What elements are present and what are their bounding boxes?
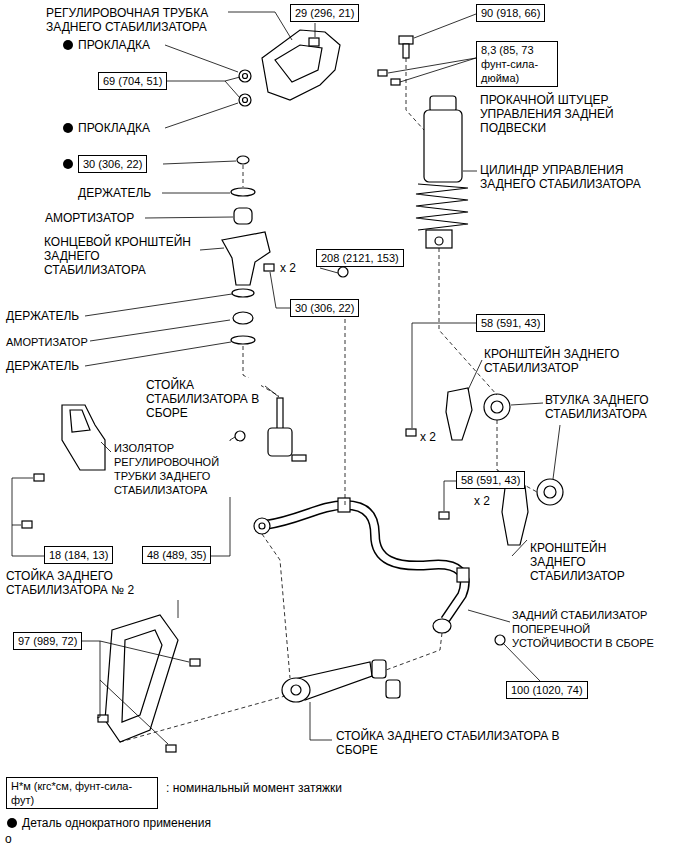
torque-value: Н*м (кгс*см, фунт-сила-фут) <box>11 779 153 807</box>
part-label: ЦИЛИНДР УПРАВЛЕНИЯ ЗАДНЕГО СТАБИЛИЗАТОРА <box>480 163 670 191</box>
part-label: РЕГУЛИРОВОЧНАЯ ТРУБКА ЗАДНЕГО СТАБИЛИЗАТ… <box>46 6 226 34</box>
part-label: ПРОКАЧНОЙ ШТУЦЕР УПРАВЛЕНИЯ ЗАДНЕЙ ПОДВЕ… <box>480 93 655 135</box>
torque-box: 69 (704, 51) <box>98 72 167 90</box>
torque-box: 18 (184, 13) <box>44 546 113 564</box>
part-label: КРОНШТЕЙН ЗАДНЕГО СТАБИЛИЗАТОР <box>484 347 634 375</box>
torque-value: 208 (2121, 153) <box>321 251 399 265</box>
torque-box: 48 (489, 35) <box>142 546 211 564</box>
torque-box: 100 (1020, 74) <box>506 681 588 699</box>
quantity-mark: x 2 <box>420 430 436 444</box>
part-label: СТОЙКА ЗАДНЕГО СТАБИЛИЗАТОРА № 2 <box>6 569 176 597</box>
part-label: СТОЙКА ЗАДНЕГО СТАБИЛИЗАТОРА В СБОРЕ <box>336 729 596 757</box>
torque-box: 58 (591, 43) <box>456 471 525 489</box>
torque-box: 90 (918, 66) <box>476 4 545 22</box>
torque-box: 97 (989, 72) <box>13 632 82 650</box>
part-label: КРОНШТЕЙН ЗАДНЕГО СТАБИЛИЗАТОР <box>530 541 645 583</box>
quantity-mark: x 2 <box>280 261 296 275</box>
legend-sample-box: Н*м (кгс*см, фунт-сила-фут) <box>6 777 158 809</box>
part-label: ПРОКЛАДКА <box>78 38 150 52</box>
part-label: o <box>5 832 12 846</box>
torque-value: 69 (704, 51) <box>103 74 162 88</box>
part-label: ПРОКЛАДКА <box>78 121 150 135</box>
part-label: ДЕРЖАТЕЛЬ <box>6 309 79 323</box>
torque-value: 90 (918, 66) <box>481 6 540 20</box>
torque-box: 208 (2121, 153) <box>316 249 404 267</box>
torque-value: 58 (591, 43) <box>461 473 520 487</box>
part-label: АМОРТИЗАТОР <box>45 211 134 225</box>
part-label: ИЗОЛЯТОР РЕГУЛИРОВОЧНОЙ ТРУБКИ ЗАДНЕГО С… <box>114 441 239 497</box>
torque-box: 8,3 (85, 73 фунт-сила-дюйма) <box>476 41 558 87</box>
torque-value: 30 (306, 22) <box>295 301 354 315</box>
torque-box: 30 (306, 22) <box>290 299 359 317</box>
torque-value: 30 (306, 22) <box>83 157 142 171</box>
part-label: АМОРТИЗАТОР <box>6 335 88 349</box>
torque-box: 30 (306, 22) <box>78 155 147 173</box>
torque-value: 8,3 (85, 73 фунт-сила-дюйма) <box>481 43 553 85</box>
torque-box: 58 (591, 43) <box>476 314 545 332</box>
torque-value: 48 (489, 35) <box>147 548 206 562</box>
torque-value: 29 (296, 21) <box>295 6 354 20</box>
part-label: ЗАДНИЙ СТАБИЛИЗАТОР ПОПЕРЕЧНОЙ УСТОЙЧИВО… <box>512 608 677 650</box>
part-label: СТОЙКА СТАБИЛИЗАТОРА В СБОРЕ <box>146 378 261 420</box>
quantity-mark: x 2 <box>474 494 490 508</box>
torque-value: 58 (591, 43) <box>481 316 540 330</box>
torque-value: 18 (184, 13) <box>49 548 108 562</box>
part-label: ВТУЛКА ЗАДНЕГО СТАБИЛИЗАТОРА <box>545 393 675 421</box>
torque-value: 97 (989, 72) <box>18 634 77 648</box>
part-label: ДЕРЖАТЕЛЬ <box>6 359 79 373</box>
legend-text: : номинальный момент затяжки <box>166 781 342 795</box>
torque-box: 29 (296, 21) <box>290 4 359 22</box>
part-label: КОНЦЕВОЙ КРОНШТЕЙН ЗАДНЕГО СТАБИЛИЗАТОРА <box>44 235 194 277</box>
legend-text: Деталь однократного применения <box>22 816 211 830</box>
part-label: ДЕРЖАТЕЛЬ <box>78 186 151 200</box>
torque-value: 100 (1020, 74) <box>511 683 583 697</box>
